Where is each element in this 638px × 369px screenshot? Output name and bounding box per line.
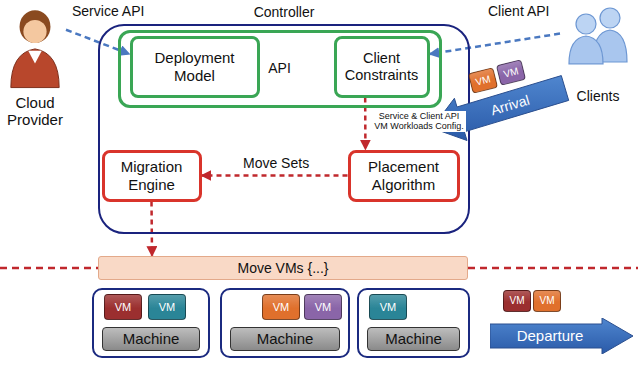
edge-label: Client API [486,3,551,19]
machine-label: Machine [367,327,460,351]
edge-label: Move Sets [241,155,311,171]
provider-hair [20,10,51,43]
vm-label: VM [540,295,555,307]
machine-frame: Machine VM [357,288,470,358]
provider-face [23,20,46,43]
engine-box: Migration Engine [102,150,202,202]
vm-label: VM [159,301,176,314]
vm-tile: VM [148,294,186,320]
vm-label: VM [474,73,491,88]
departure-body [490,318,633,354]
api-label: API [268,60,291,76]
provider-collar [28,51,42,64]
cloud-provider: Cloud Provider [4,2,66,128]
algorithm-box: Placement Algorithm [348,150,460,202]
vm-tile: VM [503,290,531,312]
move-band: Move VMs {...} [98,256,468,280]
box-label: Placement Algorithm [357,158,451,193]
departure-arrow: Departure [490,318,634,354]
vm-tile: VM [369,294,407,320]
vm-tile: VM [533,290,561,312]
vm-tile: VM [262,294,300,320]
client-head [600,8,620,28]
box-label: Migration Engine [111,158,193,193]
provider-icon [6,2,64,90]
vm-label: VM [315,301,332,314]
client-head [576,14,596,34]
provider-label: Cloud Provider [4,94,66,129]
vm-label: VM [380,301,397,314]
api-box: API Deployment Model Client Constraints [118,30,442,108]
vm-label: VM [115,301,132,314]
clients-label: Clients [560,88,636,104]
machine-frame: Machine VM VM [220,288,350,358]
clients-icon [560,2,636,66]
provider-body [11,49,59,88]
client-body [569,36,603,64]
vm-label: VM [510,295,525,307]
edge-label: Service API [70,3,146,19]
machine-frame: Machine VM VM [92,288,210,358]
model-box: Deployment Model [130,36,260,98]
machine-label: Machine [230,327,340,351]
vm-tile: VM [468,67,498,94]
controller-heading: Controller [100,4,468,20]
band-label: Move VMs {...} [237,260,328,276]
machine-label: Machine [102,327,200,351]
departure-label: Departure [498,327,602,344]
vm-tile: VM [304,294,342,320]
vm-label: VM [502,65,519,80]
connector [150,202,153,257]
connector [202,174,348,177]
vm-tile: VM [496,59,526,86]
clients: Clients [560,0,636,112]
edge-label: Service & Client API VM Workloads Config… [372,111,466,132]
box-label: Client Constraints [343,50,421,83]
box-label: Deployment Model [139,49,251,84]
vm-tile: VM [104,294,142,320]
vm-label: VM [273,301,290,314]
constraints-box: Client Constraints [334,36,430,98]
connector [430,34,561,55]
